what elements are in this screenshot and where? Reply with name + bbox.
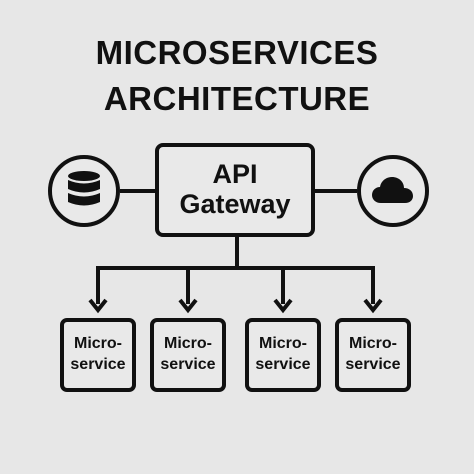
microservice-label-line-1: Micro- — [74, 335, 122, 353]
title-line-2: ARCHITECTURE — [103, 80, 371, 117]
database-icon — [68, 171, 100, 206]
api-gateway-box: API Gateway — [155, 143, 315, 237]
title-line-1: MICROSERVICES — [95, 34, 379, 71]
microservice-label-line-1: Micro- — [349, 335, 397, 353]
microservice-box-3: Micro- service — [245, 318, 321, 392]
microservice-label-line-2: service — [160, 356, 216, 373]
microservice-box-2: Micro- service — [150, 318, 226, 392]
microservice-box-1: Micro- service — [60, 318, 136, 392]
arrowhead-3 — [273, 298, 293, 314]
microservice-label-line-1: Micro- — [259, 335, 307, 353]
cloud-icon — [372, 177, 413, 203]
cloud-node — [357, 155, 429, 227]
microservice-label-line-2: service — [255, 356, 311, 373]
microservice-label-line-2: service — [70, 356, 126, 373]
arrowhead-2 — [178, 298, 198, 314]
api-gateway-label-line-1: API — [212, 159, 258, 190]
api-gateway-label-line-2: Gateway — [179, 189, 291, 219]
arrowhead-1 — [88, 298, 108, 314]
database-node — [48, 155, 120, 227]
arrowhead-4 — [363, 298, 383, 314]
microservice-label-line-1: Micro- — [164, 335, 212, 353]
microservice-label-line-2: service — [345, 356, 401, 373]
microservice-box-4: Micro- service — [335, 318, 411, 392]
